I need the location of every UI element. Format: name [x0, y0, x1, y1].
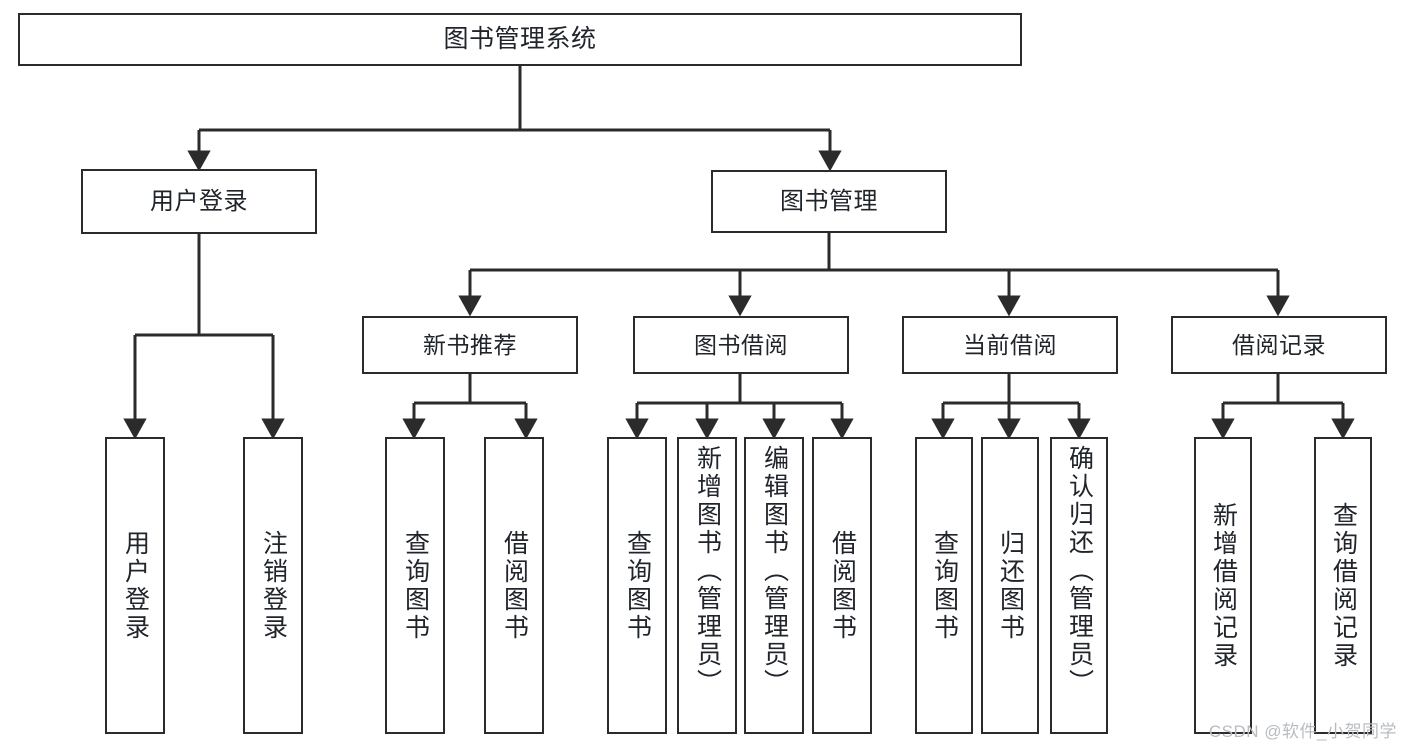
- node-label: 借阅图书: [828, 529, 857, 642]
- leaf-query-book-borrow[interactable]: 查询图书: [607, 437, 667, 734]
- node-label: 新增借阅记录: [1209, 501, 1238, 670]
- node-user-login[interactable]: 用户登录: [81, 169, 317, 234]
- node-label: 归还图书: [996, 529, 1025, 642]
- node-label: 新增图书（管理员）: [693, 445, 722, 697]
- node-book-borrow[interactable]: 图书借阅: [633, 316, 849, 374]
- node-label: 查询图书: [401, 529, 430, 642]
- watermark-text: CSDN @软件_小贺同学: [1208, 722, 1397, 741]
- leaf-confirm-return[interactable]: 确认归还（管理员）: [1050, 437, 1108, 734]
- node-label: 查询图书: [623, 529, 652, 642]
- node-root-system[interactable]: 图书管理系统: [18, 13, 1022, 66]
- leaf-query-book-current[interactable]: 查询图书: [915, 437, 973, 734]
- node-label: 编辑图书（管理员）: [760, 445, 789, 697]
- node-current-borrow[interactable]: 当前借阅: [902, 316, 1118, 374]
- leaf-add-book[interactable]: 新增图书（管理员）: [677, 437, 737, 734]
- leaf-add-borrow-record[interactable]: 新增借阅记录: [1194, 437, 1252, 734]
- leaf-return-book[interactable]: 归还图书: [981, 437, 1039, 734]
- node-label: 当前借阅: [963, 331, 1057, 358]
- node-label: 用户登录: [150, 187, 248, 215]
- leaf-borrow-book[interactable]: 借阅图书: [812, 437, 872, 734]
- node-label: 注销登录: [259, 529, 288, 642]
- leaf-edit-book[interactable]: 编辑图书（管理员）: [744, 437, 804, 734]
- node-book-manage[interactable]: 图书管理: [711, 170, 947, 233]
- leaf-user-logout[interactable]: 注销登录: [243, 437, 303, 734]
- leaf-borrow-book-recommend[interactable]: 借阅图书: [484, 437, 544, 734]
- node-label: 借阅图书: [500, 529, 529, 642]
- node-label: 借阅记录: [1232, 331, 1326, 358]
- node-label: 查询借阅记录: [1329, 501, 1358, 670]
- node-label: 图书借阅: [694, 331, 788, 358]
- node-label: 图书管理: [780, 187, 878, 215]
- node-label: 确认归还（管理员）: [1065, 445, 1094, 697]
- node-new-book-recommend[interactable]: 新书推荐: [362, 316, 578, 374]
- leaf-user-login[interactable]: 用户登录: [105, 437, 165, 734]
- node-label: 用户登录: [121, 529, 150, 642]
- node-label: 新书推荐: [423, 331, 517, 358]
- node-label: 图书管理系统: [443, 25, 597, 54]
- leaf-query-book-recommend[interactable]: 查询图书: [385, 437, 445, 734]
- node-label: 查询图书: [930, 529, 959, 642]
- leaf-query-borrow-record[interactable]: 查询借阅记录: [1314, 437, 1372, 734]
- node-borrow-record[interactable]: 借阅记录: [1171, 316, 1387, 374]
